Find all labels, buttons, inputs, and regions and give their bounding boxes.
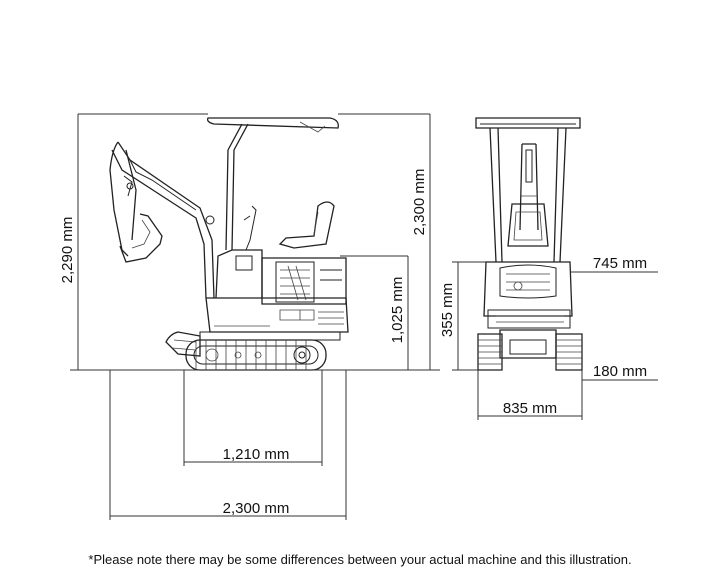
front-height-label: 355 mm: [439, 283, 456, 337]
cab-height-label: 1,025 mm: [389, 277, 406, 344]
track-length-label: 1,210 mm: [223, 446, 290, 463]
overall-length-label: 2,300 mm: [223, 500, 290, 517]
side-view-dimension-lines: [70, 113, 440, 520]
track-width-label: 180 mm: [593, 363, 647, 380]
overall-height-right-label: 2,300 mm: [411, 169, 428, 236]
front-width-top-label: 745 mm: [593, 255, 647, 272]
overall-height-label: 2,290 mm: [59, 217, 76, 284]
disclaimer-note: *Please note there may be some differenc…: [88, 552, 632, 567]
side-view-excavator: [109, 117, 349, 371]
overall-width-label: 835 mm: [503, 400, 557, 417]
front-view-dimension-lines: [452, 261, 658, 420]
front-view-excavator: [475, 117, 583, 371]
